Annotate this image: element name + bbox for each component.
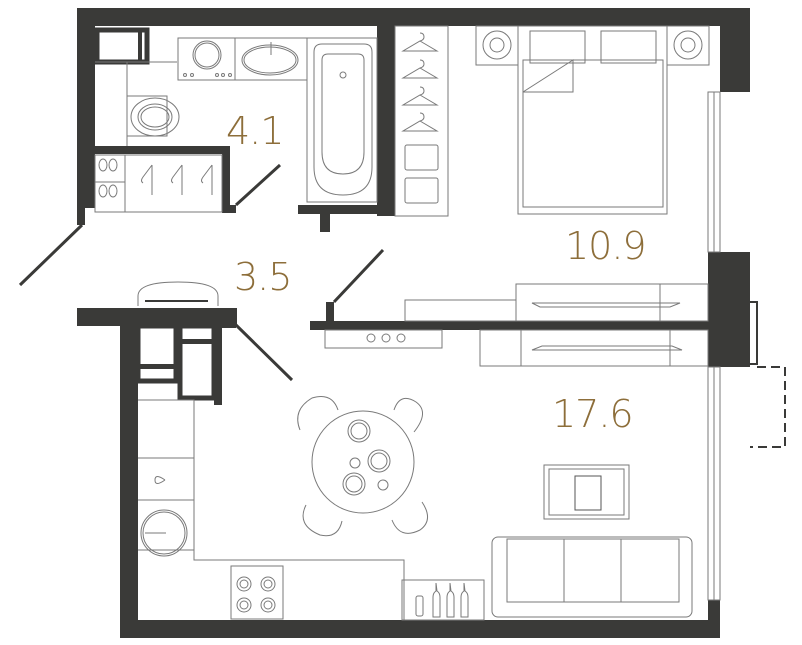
room-area-living-kitchen: 17.6 xyxy=(552,392,634,436)
walls xyxy=(77,8,750,638)
fixtures xyxy=(94,25,786,621)
room-area-bedroom: 10.9 xyxy=(565,224,647,268)
door-swings xyxy=(18,163,385,382)
room-area-hallway: 3.5 xyxy=(234,255,292,299)
room-area-bathroom: 4.1 xyxy=(226,109,284,153)
